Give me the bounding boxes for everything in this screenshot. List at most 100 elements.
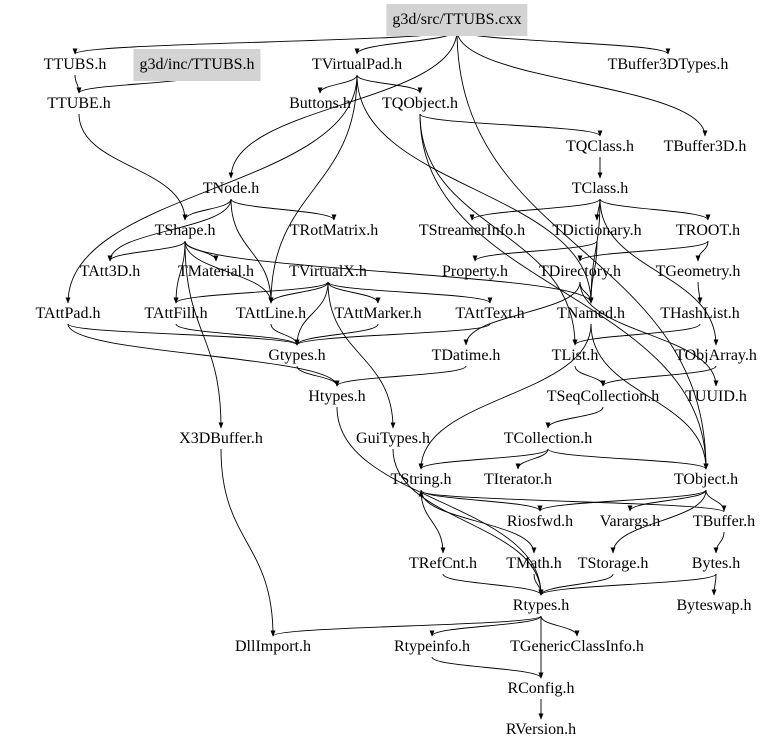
graph-node-tuuid[interactable]: TUUID.h	[685, 388, 747, 405]
edge-tattpad-to-gtypes	[67, 323, 300, 346]
graph-node-tqobj[interactable]: TQObject.h	[382, 95, 458, 112]
edge-tgeo-to-thash	[697, 281, 703, 304]
graph-node-ttubs[interactable]: TTUBS.h	[43, 56, 107, 73]
graph-node-tlist[interactable]: TList.h	[551, 347, 599, 364]
graph-node-htypes[interactable]: Htypes.h	[308, 388, 366, 405]
edge-tcoll-to-titer	[515, 448, 549, 470]
graph-node-tvx[interactable]: TVirtualX.h	[289, 263, 367, 280]
graph-node-riosfwd[interactable]: Riosfwd.h	[506, 513, 574, 530]
graph-node-tobjarr[interactable]: TObjArray.h	[675, 347, 757, 364]
edge-tattfill-to-gtypes	[175, 323, 300, 346]
graph-node-tnamed[interactable]: TNamed.h	[557, 305, 625, 322]
graph-node-tcoll[interactable]: TCollection.h	[503, 430, 593, 447]
graph-node-tobject[interactable]: TObject.h	[673, 471, 739, 488]
edge-tvx-to-tattfill	[173, 281, 329, 304]
edge-tcoll-to-tstring	[418, 448, 549, 470]
graph-node-titer[interactable]: TIterator.h	[484, 471, 552, 488]
graph-node-rconfig[interactable]: RConfig.h	[507, 680, 575, 697]
edge-rtypes-to-tgci	[540, 615, 580, 637]
edge-tobject-to-tbuffer	[705, 489, 727, 512]
edge-ttubs-to-ttube	[74, 74, 82, 94]
edge-tqobj-to-tobject	[419, 113, 709, 470]
graph-node-rversion[interactable]: RVersion.h	[505, 721, 577, 738]
edge-tattpad-to-htypes	[67, 323, 340, 387]
edge-rtypes-to-dll	[270, 615, 542, 637]
edge-tdatime-to-htypes	[334, 365, 467, 387]
edge-cxx-to-tnode	[228, 29, 458, 179]
edge-tbuffer-to-bytes	[713, 531, 725, 554]
graph-node-prop[interactable]: Property.h	[441, 263, 509, 280]
graph-node-rtypes[interactable]: Rtypes.h	[512, 597, 570, 614]
edge-tattmarker-to-gtypes	[294, 323, 379, 346]
edge-tclass-to-tobjarr	[599, 198, 719, 346]
graph-node-tattline[interactable]: TAttLine.h	[235, 305, 307, 322]
graph-node-tmat[interactable]: TMaterial.h	[178, 263, 254, 280]
graph-node-tstorage[interactable]: TStorage.h	[577, 555, 649, 572]
edge-tqobj-to-tlist	[419, 113, 578, 346]
edge-tshape-to-x3d	[184, 240, 224, 429]
graph-node-b3d[interactable]: TBuffer3D.h	[663, 138, 747, 155]
edge-tvx-to-tattline	[268, 281, 329, 304]
graph-node-byteswap[interactable]: Byteswap.h	[676, 597, 752, 614]
graph-node-tstring[interactable]: TString.h	[390, 471, 452, 488]
edge-tdict-to-tnamed	[588, 240, 598, 304]
graph-node-thash[interactable]: THashList.h	[660, 305, 740, 322]
graph-node-tsi[interactable]: TStreamerInfo.h	[418, 222, 526, 239]
edge-cxx-to-tobject	[456, 29, 709, 470]
edge-rtypes-to-rtinfo	[429, 615, 542, 637]
edge-rtinfo-to-rconfig	[431, 656, 544, 679]
graph-node-tatttext[interactable]: TAttText.h	[455, 305, 525, 322]
graph-node-trot[interactable]: TRotMatrix.h	[289, 222, 379, 239]
graph-node-b3dt[interactable]: TBuffer3DTypes.h	[607, 56, 729, 73]
edge-tvpad-to-tattpad	[65, 74, 358, 304]
graph-node-tattmarker[interactable]: TAttMarker.h	[334, 305, 422, 322]
graph-node-trefcnt[interactable]: TRefCnt.h	[409, 555, 477, 572]
graph-node-bytes[interactable]: Bytes.h	[691, 555, 741, 572]
graph-node-x3d[interactable]: X3DBuffer.h	[179, 430, 263, 447]
graph-node-tseq[interactable]: TSeqCollection.h	[546, 388, 660, 405]
graph-node-varargs[interactable]: Varargs.h	[599, 513, 661, 530]
graph-node-tclass[interactable]: TClass.h	[571, 180, 629, 197]
graph-node-tqclass[interactable]: TQClass.h	[566, 138, 634, 155]
edge-tnode-to-tshape	[182, 198, 232, 221]
edge-tshape-to-tattline	[184, 240, 274, 304]
graph-node-tbuffer[interactable]: TBuffer.h	[692, 513, 756, 530]
graph-node-tdatime[interactable]: TDatime.h	[431, 347, 501, 364]
graph-node-tattfill[interactable]: TAttFill.h	[144, 305, 208, 322]
edge-cxx-to-b3d	[456, 29, 708, 137]
edge-tdir-to-tdatime	[463, 281, 581, 346]
graph-node-cxx[interactable]: g3d/src/TTUBS.cxx	[386, 4, 528, 36]
edge-tobject-to-tstorage	[610, 489, 707, 554]
edge-bytes-to-rtypes	[538, 573, 717, 596]
graph-node-tgci[interactable]: TGenericClassInfo.h	[510, 638, 644, 655]
edge-tclass-to-tsi	[469, 198, 601, 221]
edge-ttube-to-tshape	[78, 113, 188, 221]
edge-tatttext-to-gtypes	[294, 323, 491, 346]
graph-node-tdir[interactable]: TDirectory.h	[538, 263, 622, 280]
graph-node-inc[interactable]: g3d/inc/TTUBS.h	[133, 49, 261, 81]
graph-node-dll[interactable]: DllImport.h	[235, 638, 311, 655]
edge-trefcnt-to-rtypes	[442, 573, 544, 596]
edge-tnode-to-tattline	[230, 198, 274, 304]
edge-tvx-to-tatttext	[327, 281, 493, 304]
edge-tnamed-to-tstring	[418, 323, 592, 470]
graph-node-rtinfo[interactable]: Rtypeinfo.h	[394, 638, 470, 655]
graph-node-tmath[interactable]: TMath.h	[506, 555, 562, 572]
graph-node-tdict[interactable]: TDictionary.h	[552, 222, 642, 239]
graph-node-buttons[interactable]: Buttons.h	[289, 95, 351, 112]
graph-node-troot[interactable]: TROOT.h	[675, 222, 741, 239]
graph-node-tgeo[interactable]: TGeometry.h	[655, 263, 741, 280]
graph-node-tvpad[interactable]: TVirtualPad.h	[311, 56, 403, 73]
edge-tvpad-to-buttons	[317, 74, 358, 94]
edge-tvx-to-tattmarker	[327, 281, 381, 304]
graph-node-tnode[interactable]: TNode.h	[202, 180, 260, 197]
graph-node-tatt3d[interactable]: TAtt3D.h	[79, 263, 141, 280]
graph-node-tshape[interactable]: TShape.h	[154, 222, 216, 239]
graph-node-tattpad[interactable]: TAttPad.h	[35, 305, 101, 322]
graph-node-gtypes[interactable]: Gtypes.h	[268, 347, 326, 364]
graph-node-ttube[interactable]: TTUBE.h	[47, 95, 111, 112]
graph-node-gui[interactable]: GuiTypes.h	[356, 430, 430, 447]
edge-tvpad-to-tattline	[268, 74, 358, 304]
